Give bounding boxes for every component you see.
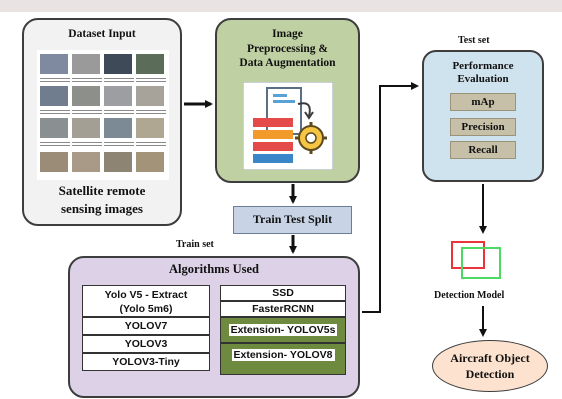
- preprocessing-title-line3: Data Augmentation: [239, 57, 336, 69]
- train-set-label: Train set: [176, 239, 214, 250]
- algo-yolov5-line1: Yolo V5 - Extract: [104, 289, 188, 301]
- algorithms-title: Algorithms Used: [169, 262, 259, 276]
- performance-title: Performance Evaluation: [424, 60, 542, 86]
- algorithms-box: Algorithms Used Yolo V5 - Extract (Yolo …: [68, 256, 360, 398]
- output-line2: Detection: [465, 367, 515, 381]
- algo-yolov5-extract: Yolo V5 - Extract (Yolo 5m6): [82, 285, 210, 317]
- document-gear-icon: [243, 82, 333, 170]
- detection-model-label: Detection Model: [434, 290, 505, 301]
- performance-title-line1: Performance: [452, 60, 514, 72]
- algo-yolov3-tiny: YOLOV3-Tiny: [82, 353, 210, 371]
- algo-extension-yolov5s-label: Extension- YOLOV5s: [228, 324, 338, 336]
- preprocessing-box: Image Preprocessing & Data Augmentation: [215, 18, 360, 183]
- preprocessing-title: Image Preprocessing & Data Augmentation: [217, 27, 358, 71]
- dataset-caption-line1: Satellite remote: [58, 183, 146, 198]
- performance-title-line2: Evaluation: [457, 73, 509, 85]
- satellite-image-thumbnails: [37, 50, 169, 180]
- metric-precision: Precision: [450, 118, 516, 136]
- dataset-caption-line2: sensing images: [61, 201, 143, 216]
- algo-fasterrcnn: FasterRCNN: [220, 301, 346, 317]
- algo-extension-yolov5s: Extension- YOLOV5s: [220, 317, 346, 343]
- algo-yolov7: YOLOV7: [82, 317, 210, 335]
- performance-box: Performance Evaluation mAp Precision Rec…: [422, 50, 544, 182]
- algo-extension-yolov8-label: Extension- YOLOV8: [231, 349, 335, 361]
- train-test-split-box: Train Test Split: [233, 206, 352, 234]
- algo-extension-yolov8: Extension- YOLOV8: [220, 343, 346, 375]
- arrow-algo-to-perf: [362, 82, 419, 313]
- bounding-box-icon: [451, 241, 501, 279]
- preprocessing-title-line2: Preprocessing &: [246, 42, 329, 55]
- algo-ssd: SSD: [220, 285, 346, 301]
- preprocessing-title-line1: Image: [272, 28, 303, 40]
- dataset-input-box: Dataset Input Satellite rem: [22, 18, 182, 226]
- aircraft-object-detection-output: Aircraft Object Detection: [432, 340, 548, 392]
- algo-yolov5-line2: (Yolo 5m6): [119, 303, 173, 315]
- metric-recall: Recall: [450, 141, 516, 159]
- algo-yolov3: YOLOV3: [82, 335, 210, 353]
- test-set-label: Test set: [458, 35, 490, 46]
- top-strip: [0, 0, 562, 12]
- metric-map: mAp: [450, 93, 516, 111]
- dataset-caption: Satellite remote sensing images: [24, 182, 180, 218]
- output-line1: Aircraft Object: [450, 351, 530, 365]
- dataset-title: Dataset Input: [68, 28, 136, 40]
